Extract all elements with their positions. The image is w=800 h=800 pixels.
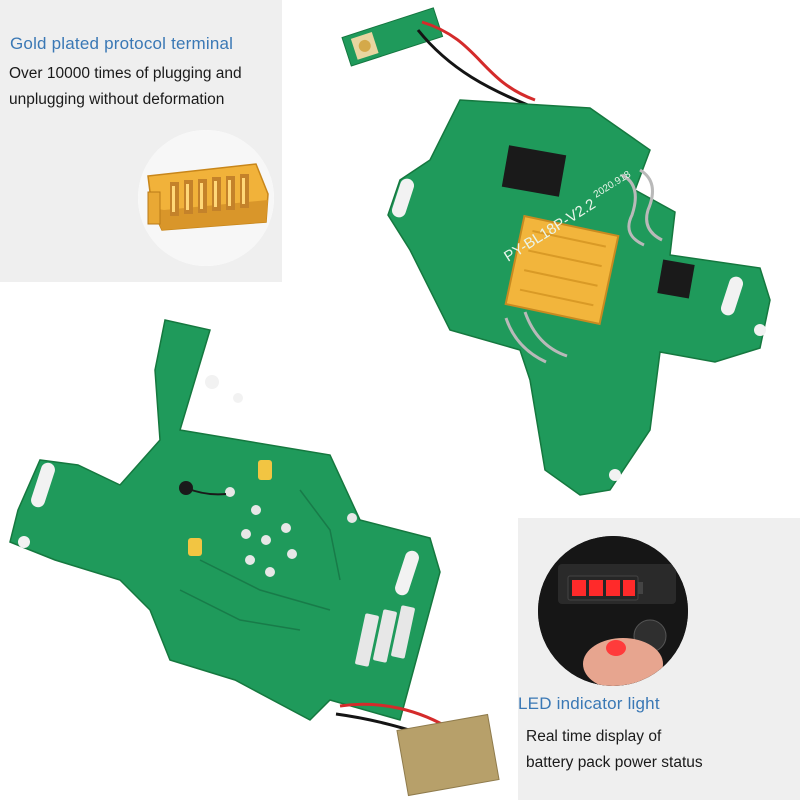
led-feature-line-1: Real time display of: [526, 728, 662, 745]
led-feature-title: LED indicator light: [518, 694, 660, 713]
terminal-feature-panel: Gold plated protocol terminal Over 10000…: [0, 0, 282, 282]
terminal-feature-title: Gold plated protocol terminal: [10, 34, 234, 53]
terminal-feature-line-1: Over 10000 times of plugging and: [9, 65, 242, 82]
terminal-feature-line-2: unplugging without deformation: [9, 91, 225, 108]
pcb-bottom-photo: [9, 319, 500, 797]
gold-terminal-image: [138, 130, 274, 266]
pcb-top-photo: PY-BL18P-V2.2 2020.918: [341, 7, 771, 496]
led-feature-panel: LED indicator light Real time display of…: [518, 518, 800, 800]
led-daughter-board: [341, 7, 444, 67]
led-indicator-image: [538, 536, 688, 686]
led-feature-line-2: battery pack power status: [526, 754, 703, 771]
